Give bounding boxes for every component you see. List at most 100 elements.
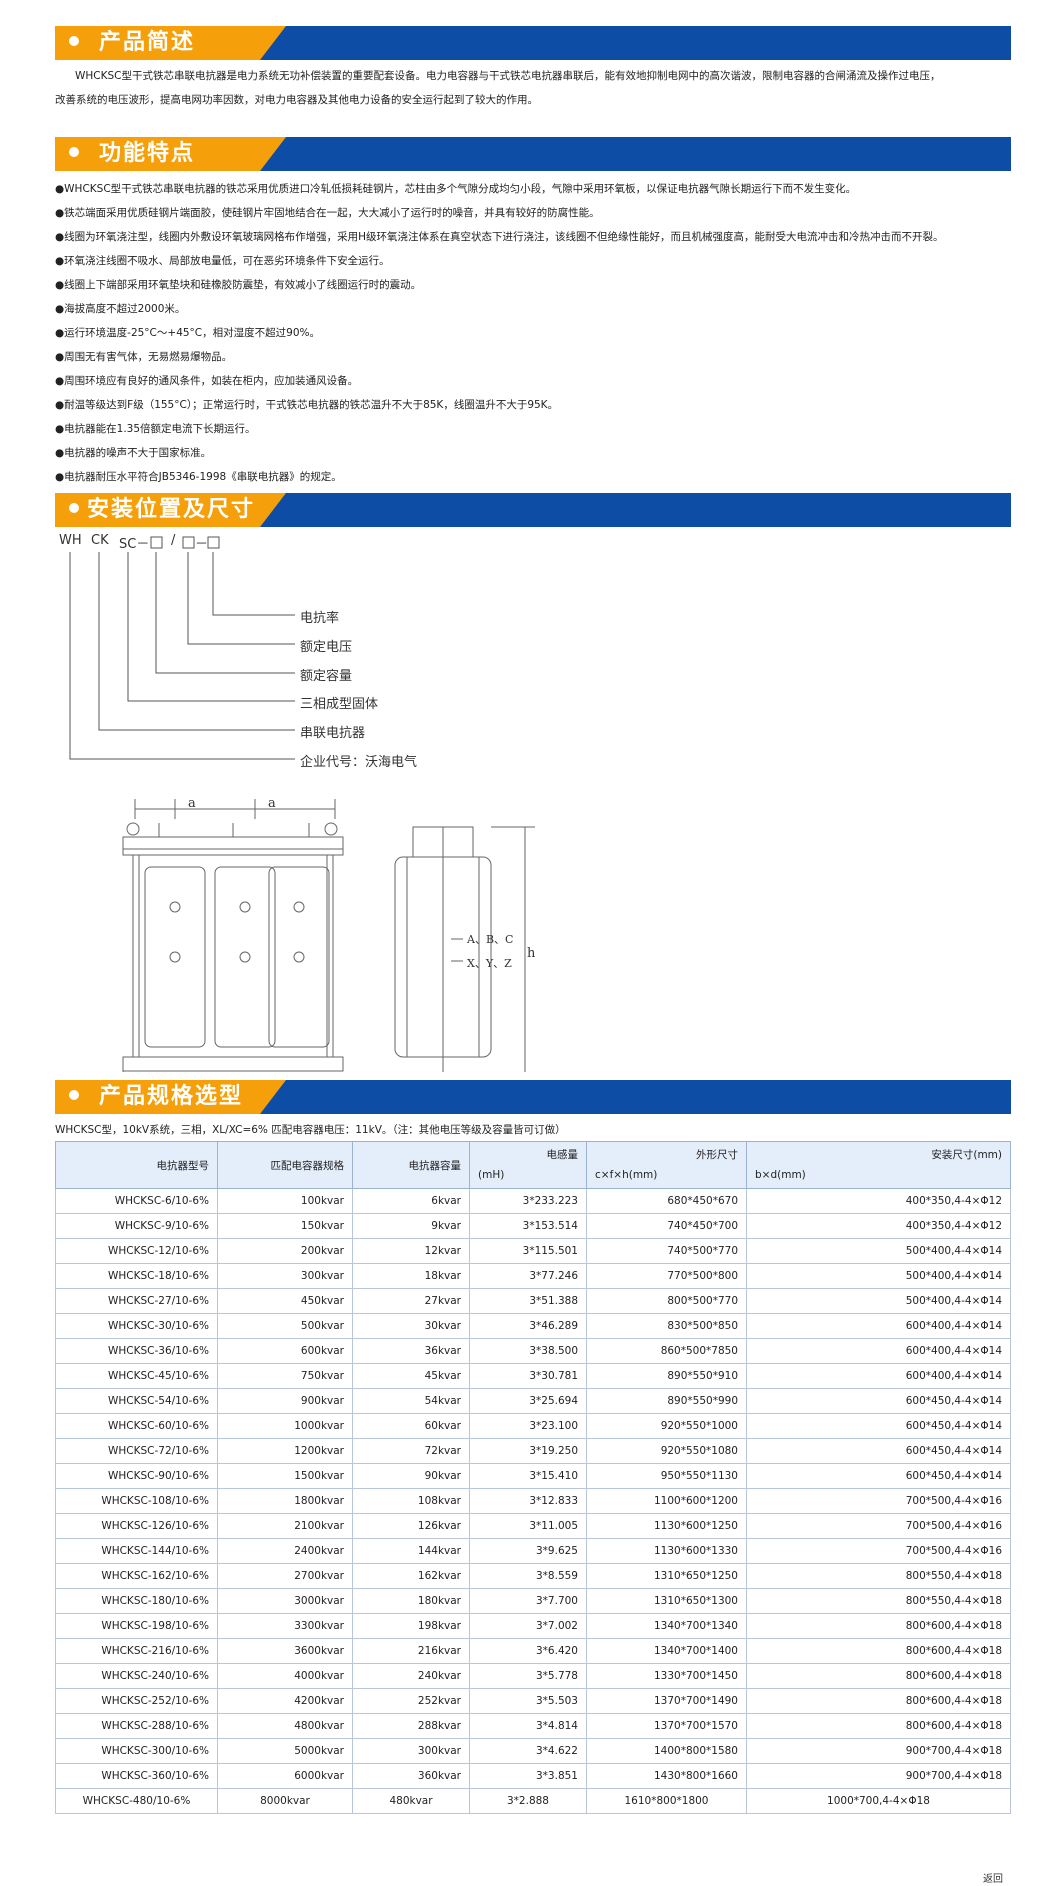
table-cell: 1430*800*1660 [586, 1763, 747, 1789]
table-cell: 1370*700*1490 [586, 1688, 747, 1714]
reactor-drawing: a a h A、B、C X、Y、Z [122, 796, 536, 1072]
table-cell: 400*350,4-4×Φ12 [746, 1188, 1011, 1214]
table-cell: WHCKSC-9/10-6% [55, 1213, 218, 1239]
table-cell: 1370*700*1570 [586, 1713, 747, 1739]
table-cell: 300kvar [352, 1738, 470, 1764]
table-cell: WHCKSC-90/10-6% [55, 1463, 218, 1489]
table-cell: 60kvar [352, 1413, 470, 1439]
table-cell: 45kvar [352, 1363, 470, 1389]
install-header: 安装位置及尺寸 [55, 493, 1011, 527]
table-cell: 3600kvar [217, 1638, 353, 1664]
table-cell: 3*233.223 [469, 1188, 587, 1214]
table-cell: WHCKSC-60/10-6% [55, 1413, 218, 1439]
table-cell: 890*550*990 [586, 1388, 747, 1414]
table-cell: 3*153.514 [469, 1213, 587, 1239]
table-cell: WHCKSC-6/10-6% [55, 1188, 218, 1214]
feature-item: ●电抗器能在1.35倍额定电流下长期运行。 [55, 423, 256, 435]
header-dimensions: 外形尺寸 [696, 1149, 738, 1161]
table-cell: 18kvar [352, 1263, 470, 1289]
table-cell: 108kvar [352, 1488, 470, 1514]
table-cell: 9kvar [352, 1213, 470, 1239]
table-cell: 27kvar [352, 1288, 470, 1314]
table-cell: 1100*600*1200 [586, 1488, 747, 1514]
code-part-wh: WH [59, 533, 82, 548]
header-install-size: 安装尺寸(mm) [931, 1149, 1002, 1161]
selection-header: 产品规格选型 [55, 1080, 1011, 1114]
table-cell: 800*500*770 [586, 1288, 747, 1314]
terminal-label-xyz: X、Y、Z [467, 957, 512, 970]
table-cell: 830*500*850 [586, 1313, 747, 1339]
table-cell: WHCKSC-360/10-6% [55, 1763, 218, 1789]
feature-item: ●环氧浇注线圈不吸水、局部放电量低，可在恶劣环境条件下安全运行。 [55, 255, 390, 267]
table-cell: 3*2.888 [469, 1788, 587, 1814]
table-cell: WHCKSC-180/10-6% [55, 1588, 218, 1614]
feature-item: ●电抗器的噪声不大于国家标准。 [55, 447, 212, 459]
table-cell: 3*5.503 [469, 1688, 587, 1714]
table-cell: 54kvar [352, 1388, 470, 1414]
code-part-slash: / [171, 533, 176, 548]
overview-title: 产品简述 [99, 30, 196, 55]
header-model: 电抗器型号 [156, 1159, 210, 1172]
table-cell: 3*5.778 [469, 1663, 587, 1689]
table-cell: 860*500*7850 [586, 1338, 747, 1364]
table-cell: 600kvar [217, 1338, 353, 1364]
table-cell: 100kvar [217, 1188, 353, 1214]
table-cell: 198kvar [352, 1613, 470, 1639]
feature-item: ●耐温等级达到F级（155°C）；正常运行时，干式铁芯电抗器的铁芯温升不大于85… [55, 399, 559, 411]
table-cell: 1000kvar [217, 1413, 353, 1439]
bullet-icon [69, 1090, 79, 1100]
table-cell: 600*450,4-4×Φ14 [746, 1438, 1011, 1464]
overview-header: 产品简述 [55, 26, 1011, 60]
install-diagram: WH CK SC－ / － 电抗率 额定电压 额定容量 三相成型固体 串联电抗器… [55, 527, 1011, 1072]
table-cell: 700*500,4-4×Φ16 [746, 1488, 1011, 1514]
dim-label-h: h [527, 946, 536, 961]
feature-item: ●电抗器耐压水平符合JB5346-1998《串联电抗器》的规定。 [55, 471, 342, 483]
back-link[interactable]: 返回 [983, 1874, 1003, 1885]
table-cell: 2700kvar [217, 1563, 353, 1589]
table-cell: 770*500*800 [586, 1263, 747, 1289]
table-cell: 700*500,4-4×Φ16 [746, 1538, 1011, 1564]
model-code-diagram [69, 536, 295, 760]
table-cell: 5000kvar [217, 1738, 353, 1764]
table-cell: 126kvar [352, 1513, 470, 1539]
table-cell: 1310*650*1250 [586, 1563, 747, 1589]
legend-company-code: 企业代号：沃海电气 [300, 755, 418, 770]
table-cell: WHCKSC-300/10-6% [55, 1738, 218, 1764]
table-cell: WHCKSC-30/10-6% [55, 1313, 218, 1339]
table-cell: 240kvar [352, 1663, 470, 1689]
table-cell: 450kvar [217, 1288, 353, 1314]
table-cell: 3*9.625 [469, 1538, 587, 1564]
table-cell: 162kvar [352, 1563, 470, 1589]
legend-rated-voltage: 额定电压 [300, 640, 353, 655]
table-cell: 600*400,4-4×Φ14 [746, 1338, 1011, 1364]
table-cell: 800*550,4-4×Φ18 [746, 1588, 1011, 1614]
table-cell: 3*30.781 [469, 1363, 587, 1389]
table-cell: WHCKSC-216/10-6% [55, 1638, 218, 1664]
header-reactor-capacity: 电抗器容量 [408, 1159, 462, 1172]
table-cell: 600*400,4-4×Φ14 [746, 1363, 1011, 1389]
table-cell: 200kvar [217, 1238, 353, 1264]
header-dimensions-unit: c×f×h(mm) [595, 1169, 658, 1181]
table-cell: WHCKSC-18/10-6% [55, 1263, 218, 1289]
table-cell: WHCKSC-36/10-6% [55, 1338, 218, 1364]
table-cell: 3*11.005 [469, 1513, 587, 1539]
table-cell: 1340*700*1340 [586, 1613, 747, 1639]
feature-item: ●线圈为环氧浇注型，线圈内外敷设环氧玻璃网格布作增强，采用H级环氧浇注体系在真空… [55, 231, 944, 243]
header-install-size-unit: b×d(mm) [755, 1169, 806, 1181]
table-cell: 1130*600*1250 [586, 1513, 747, 1539]
table-cell: 288kvar [352, 1713, 470, 1739]
table-cell: 740*450*700 [586, 1213, 747, 1239]
